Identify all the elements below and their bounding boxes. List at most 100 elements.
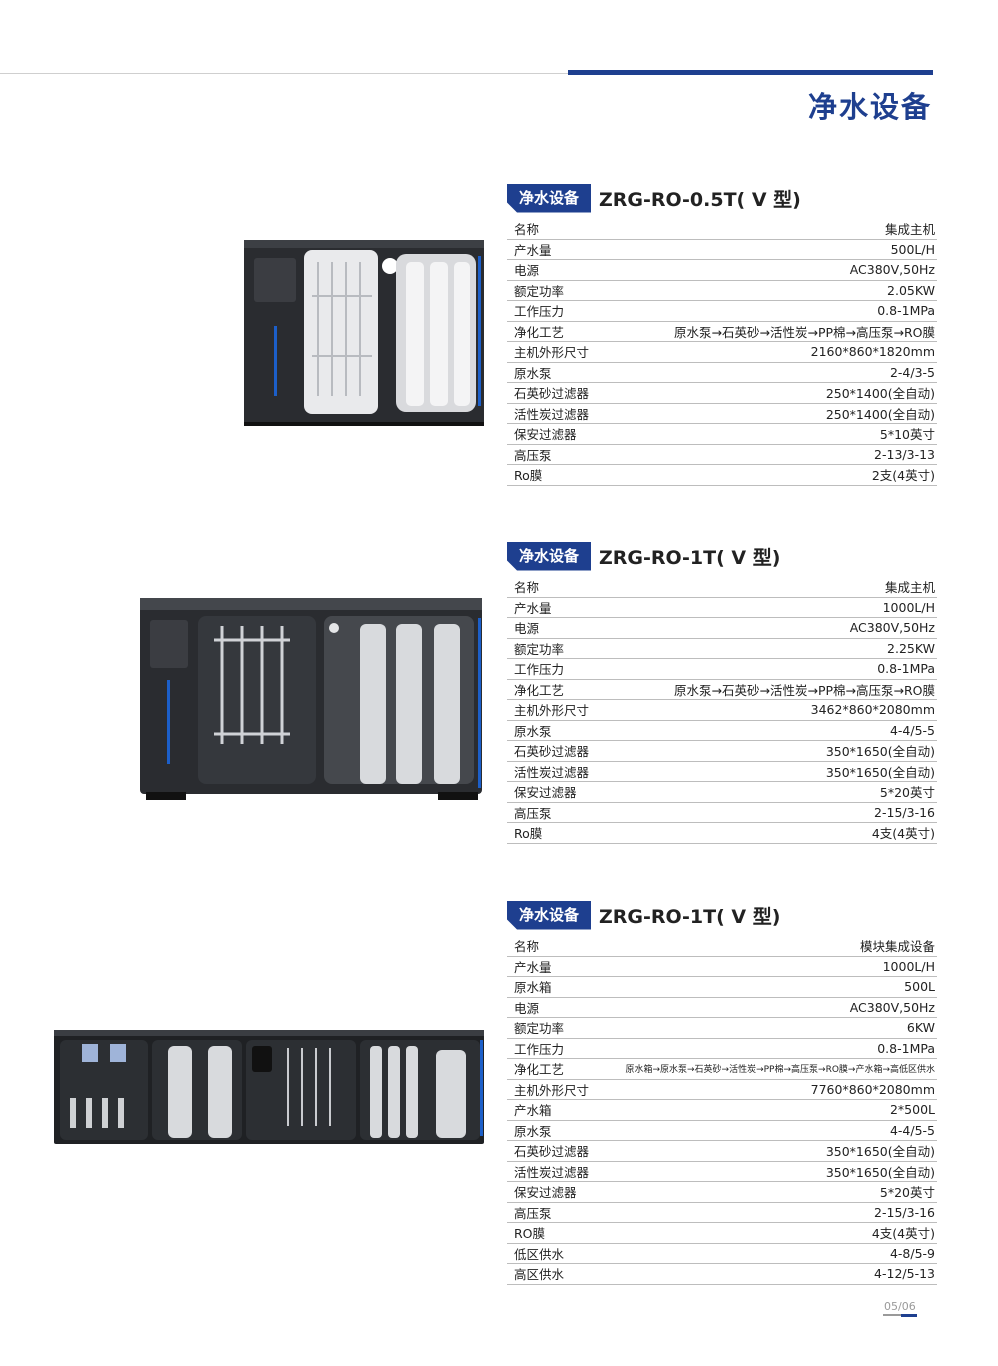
page-number: 05/06 [884, 1300, 916, 1313]
machine-image-ro-05t [244, 240, 484, 426]
spec-label: 名称 [514, 580, 540, 596]
spec-label: 保安过滤器 [514, 785, 577, 801]
spec-label: 活性炭过滤器 [514, 764, 590, 780]
spec-row: 额定功率 2.25KW [507, 639, 937, 659]
spec-value: 2-13/3-13 [874, 446, 935, 462]
model-name: ZRG-RO-0.5T( V 型) [599, 188, 801, 211]
spec-row: 活性炭过滤器 350*1650(全自动) [507, 1162, 937, 1182]
spec-label: 保安过滤器 [514, 427, 577, 443]
spec-section-3: 净水设备 ZRG-RO-1T( V 型) 名称模块集成设备产水量 1000L/H 原… [507, 900, 937, 1285]
spec-label: 原水泵 [514, 1123, 552, 1139]
spec-label: 高压泵 [514, 447, 552, 463]
spec-label: 主机外形尺寸 [514, 345, 590, 361]
spec-value: AC380V,50Hz [849, 999, 935, 1015]
spec-value: 2.25KW [887, 640, 935, 656]
spec-value: 0.8-1MPa [877, 1040, 935, 1056]
spec-value: 1000L/H [882, 958, 935, 974]
spec-label: 活性炭过滤器 [514, 1164, 590, 1180]
spec-row: 净化工艺原水泵→石英砂→活性炭→PP棉→高压泵→RO膜 [507, 322, 937, 342]
spec-label: RO膜 [514, 1226, 546, 1242]
spec-value: 模块集成设备 [859, 939, 935, 955]
spec-row: RO膜 4支(4英寸) [507, 1223, 937, 1244]
spec-row: 保安过滤器 5*10英寸 [507, 424, 937, 445]
spec-label: 净化工艺 [514, 682, 565, 698]
header-rule [0, 73, 568, 74]
spec-value: 250*1400(全自动) [825, 386, 935, 402]
spec-header: 净水设备 ZRG-RO-1T( V 型) [507, 900, 937, 930]
spec-label: 原水泵 [514, 365, 552, 381]
spec-row: 净化工艺原水箱→原水泵→石英砂→活性炭→PP棉→高压泵→RO膜→产水箱→高低区供… [507, 1059, 937, 1080]
spec-row: 高压泵 2-15/3-16 [507, 1203, 937, 1223]
spec-header: 净水设备 ZRG-RO-0.5T( V 型) [507, 183, 937, 213]
spec-value: 2.05KW [887, 282, 935, 298]
category-tag: 净水设备 [507, 901, 591, 930]
spec-value: 原水泵→石英砂→活性炭→PP棉→高压泵→RO膜 [674, 682, 935, 698]
spec-label: 净化工艺 [514, 1062, 565, 1078]
spec-label: 石英砂过滤器 [514, 1144, 590, 1160]
spec-label: 活性炭过滤器 [514, 406, 590, 422]
spec-value: 500L/H [890, 241, 935, 257]
category-tag: 净水设备 [507, 184, 591, 213]
spec-value: AC380V,50Hz [849, 262, 935, 278]
header-accent-bar [568, 70, 933, 75]
spec-label: 电源 [514, 1000, 540, 1016]
spec-row: 保安过滤器 5*20英寸 [507, 782, 937, 803]
spec-label: Ro膜 [514, 468, 543, 484]
spec-row: 低区供水 4-8/5-9 [507, 1244, 937, 1264]
spec-label: 石英砂过滤器 [514, 386, 590, 402]
spec-row: 产水量 1000L/H [507, 957, 937, 977]
spec-label: 低区供水 [514, 1246, 565, 1262]
spec-label: 高压泵 [514, 1205, 552, 1221]
spec-label: 电源 [514, 621, 540, 637]
spec-value: 原水泵→石英砂→活性炭→PP棉→高压泵→RO膜 [674, 324, 935, 340]
spec-value: 5*20英寸 [879, 785, 935, 801]
spec-row: 活性炭过滤器 250*1400(全自动) [507, 404, 937, 424]
spec-value: 250*1400(全自动) [825, 406, 935, 422]
spec-value: 4支(4英寸) [871, 826, 935, 842]
spec-value: 350*1650(全自动) [825, 1164, 935, 1180]
spec-row: 名称集成主机 [507, 219, 937, 240]
spec-row: Ro膜 4支(4英寸) [507, 823, 937, 844]
spec-label: 额定功率 [514, 1021, 565, 1037]
spec-value: 6KW [906, 1020, 935, 1036]
spec-value: 5*10英寸 [879, 427, 935, 443]
spec-label: 高压泵 [514, 805, 552, 821]
spec-row: 净化工艺 原水泵→石英砂→活性炭→PP棉→高压泵→RO膜 [507, 680, 937, 700]
spec-value: 500L [904, 979, 935, 995]
spec-value: 4支(4英寸) [871, 1226, 935, 1242]
spec-label: 名称 [514, 222, 540, 238]
spec-label: Ro膜 [514, 826, 543, 842]
category-tag: 净水设备 [507, 542, 591, 571]
spec-label: 工作压力 [514, 304, 565, 320]
spec-value: 350*1650(全自动) [825, 1144, 935, 1160]
spec-row: 高压泵 2-13/3-13 [507, 445, 937, 465]
spec-row: 名称模块集成设备 [507, 936, 937, 957]
spec-label: 额定功率 [514, 641, 565, 657]
page-title: 净水设备 [807, 90, 932, 124]
spec-value: 4-8/5-9 [889, 1245, 935, 1261]
spec-value: 2-15/3-16 [874, 1204, 935, 1220]
spec-label: 产水量 [514, 959, 552, 975]
machine-image-ro-1t [140, 598, 482, 800]
spec-value: 1000L/H [882, 599, 935, 615]
spec-value: 0.8-1MPa [877, 303, 935, 319]
spec-value: 5*20英寸 [879, 1185, 935, 1201]
spec-value: 0.8-1MPa [877, 661, 935, 677]
